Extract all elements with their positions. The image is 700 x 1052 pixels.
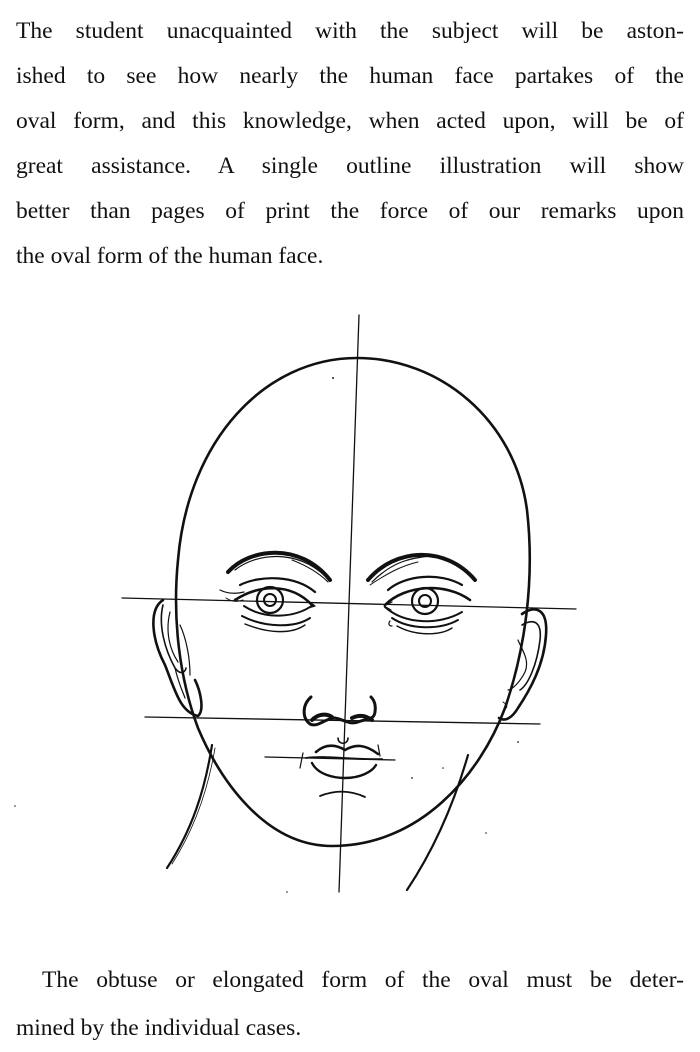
right-eyebrow: [368, 555, 475, 585]
text-line: mined by the individual cases.: [16, 1015, 302, 1041]
guidelines: [122, 315, 576, 892]
left-eye: [220, 578, 315, 631]
right-eye: [384, 577, 470, 634]
left-ear: [153, 600, 201, 716]
neck-lines: [167, 745, 468, 890]
text-line: ished to see how nearly the human face p…: [16, 63, 684, 89]
text-line: The student unacquainted with the subjec…: [16, 18, 684, 44]
mouth: [300, 745, 382, 797]
right-ear: [499, 609, 546, 719]
text-line: the oval form of the human face.: [16, 243, 324, 269]
text-line: The obtuse or elongated form of the oval…: [42, 967, 684, 993]
text-line: better than pages of print the force of …: [16, 198, 684, 224]
intro-paragraph: The student unacquainted with the subjec…: [16, 9, 684, 279]
nose: [304, 697, 375, 743]
eye-line: [122, 598, 576, 609]
closing-paragraph: The obtuse or elongated form of the oval…: [16, 956, 684, 1052]
oval-face-illustration: [0, 300, 700, 920]
print-specks: [14, 377, 519, 893]
head-oval: [176, 358, 530, 846]
text-line: great assistance. A single outline illus…: [16, 153, 684, 179]
left-eyebrow: [228, 553, 330, 582]
text-line: oval form, and this knowledge, when acte…: [16, 108, 684, 134]
